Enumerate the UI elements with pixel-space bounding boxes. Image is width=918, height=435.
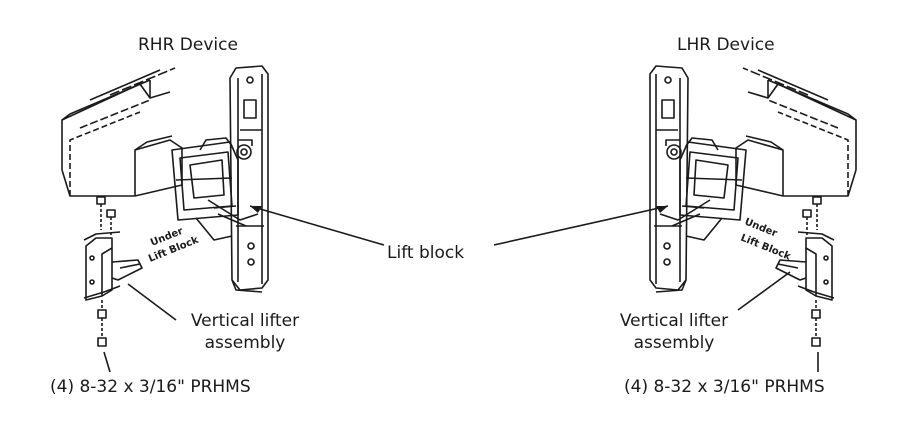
vertical-lifter-leader-rhr	[127, 283, 177, 321]
vertical-lifter-leader-lhr	[737, 271, 791, 311]
rhr-vertical-lifter-label-1: Vertical lifter	[190, 311, 300, 331]
rhr-vertical-lifter-label-2: assembly	[204, 333, 286, 353]
lift-block-label: Lift block	[387, 243, 465, 263]
lhr-screws-label: (4) 8-32 x 3/16" PRHMS	[624, 377, 825, 397]
lhr-engraved-lift-block: Lift Block	[739, 233, 793, 263]
rhr-screws-label: (4) 8-32 x 3/16" PRHMS	[50, 377, 251, 397]
lift-block-leader-rhr	[249, 205, 385, 246]
lift-block-arrow-rhr	[250, 206, 262, 213]
lift-block-leader-lhr	[493, 205, 669, 246]
lhr-vertical-lifter-label-1: Vertical lifter	[619, 311, 729, 331]
lhr-device-illustration	[649, 65, 857, 347]
lhr-device-title: LHR Device	[677, 35, 775, 55]
lift-block-arrow-lhr	[656, 206, 668, 213]
screws-leader-rhr	[103, 351, 111, 373]
lhr-vertical-lifter-label-2: assembly	[633, 333, 715, 353]
rhr-device-title: RHR Device	[138, 35, 238, 55]
rhr-device-illustration	[61, 65, 269, 347]
